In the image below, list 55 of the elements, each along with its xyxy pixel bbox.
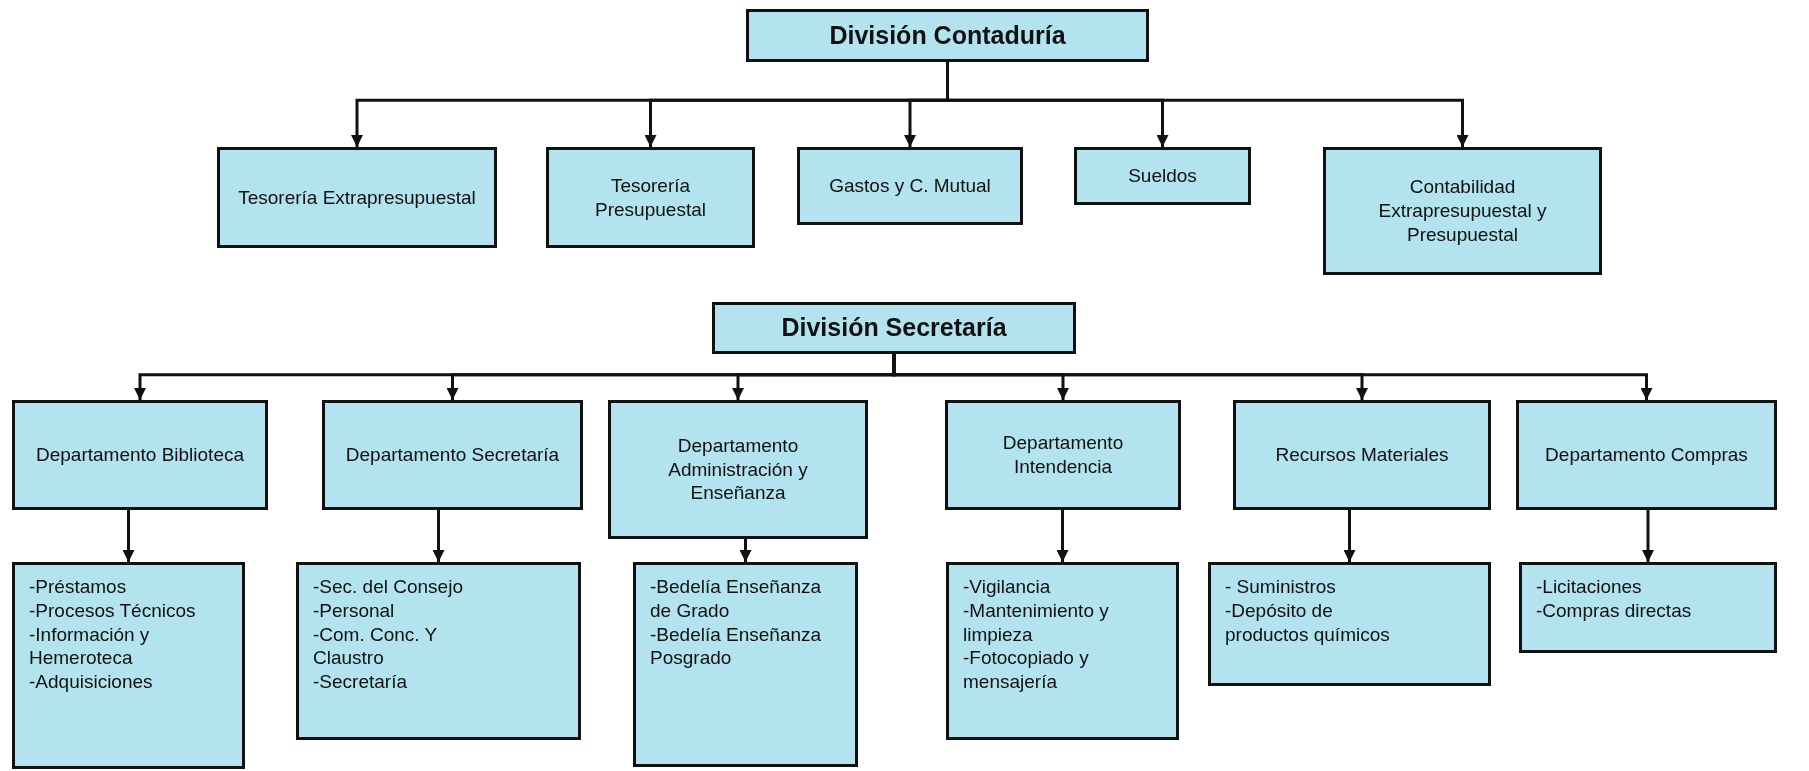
list-item: -Información y Hemeroteca: [29, 622, 151, 670]
department-box: [217, 147, 497, 248]
list-item: -Préstamos: [29, 575, 127, 599]
list-item: -Compras directas: [1536, 598, 1692, 623]
box-label: Contabilidad Extrapresupuestal y Presupuestal: [1377, 175, 1548, 247]
department-box: [608, 400, 868, 539]
connector-arrow: [432, 510, 445, 562]
task-list-box: [1208, 562, 1491, 686]
connector-arrow: [739, 539, 752, 562]
task-list-box: [946, 562, 1179, 740]
list-item: -Com. Conc. Y Claustro: [313, 622, 438, 670]
box-label: Departamento Administración y Enseñanza: [667, 433, 809, 506]
list-item: -Bedelía Enseñanza Posgrado: [650, 622, 823, 670]
list-item: -Mantenimiento y limpieza: [963, 598, 1110, 647]
connector-arrow: [1056, 510, 1069, 562]
task-list-box: [296, 562, 581, 740]
department-box: [797, 147, 1023, 225]
box-label: Tesorería Extrapresupuestal: [238, 185, 476, 210]
department-box: [1074, 147, 1251, 205]
list-item: -Sec. del Consejo: [313, 575, 463, 599]
connector-arrow: [1642, 510, 1654, 562]
box-label: División Secretaría: [781, 312, 1007, 344]
box-label: Departamento Biblioteca: [35, 443, 245, 467]
list-item: - Suministros: [1225, 575, 1336, 599]
box-label: Gastos y C. Mutual: [829, 174, 991, 198]
list-item: -Fotocopiado y mensajería: [963, 646, 1090, 694]
department-box: [12, 400, 268, 510]
connector-arrow: [1343, 510, 1356, 562]
list-item: -Adquisiciones: [29, 670, 153, 694]
box-label: Recursos Materiales: [1275, 443, 1449, 467]
division-box: [712, 302, 1076, 354]
connector-arrow: [122, 510, 135, 562]
department-box: [546, 147, 755, 248]
box-label: Sueldos: [1128, 164, 1197, 188]
list-item: -Secretaría: [313, 670, 407, 694]
department-box: [1233, 400, 1491, 510]
task-list-box: [633, 562, 858, 767]
list-item: -Personal: [313, 598, 395, 623]
department-box: [945, 400, 1181, 510]
box-label: Departamento Compras: [1545, 443, 1748, 467]
box-label: Departamento Secretaría: [345, 443, 560, 467]
list-item: -Depósito de productos químicos: [1225, 598, 1391, 647]
box-label: Departamento Intendencia: [1001, 431, 1125, 479]
department-box: [1323, 147, 1602, 275]
list-item: -Vigilancia: [963, 575, 1051, 599]
department-box: [322, 400, 583, 510]
task-list-box: [12, 562, 245, 769]
list-item: -Procesos Técnicos: [29, 598, 196, 623]
list-item: -Bedelía Enseñanza de Grado: [650, 575, 823, 623]
box-label: Tesorería Presupuestal: [594, 173, 707, 222]
box-label: División Contaduría: [829, 19, 1066, 51]
list-item: -Licitaciones: [1536, 575, 1642, 599]
department-box: [1516, 400, 1777, 510]
task-list-box: [1519, 562, 1777, 653]
division-box: [746, 9, 1149, 62]
